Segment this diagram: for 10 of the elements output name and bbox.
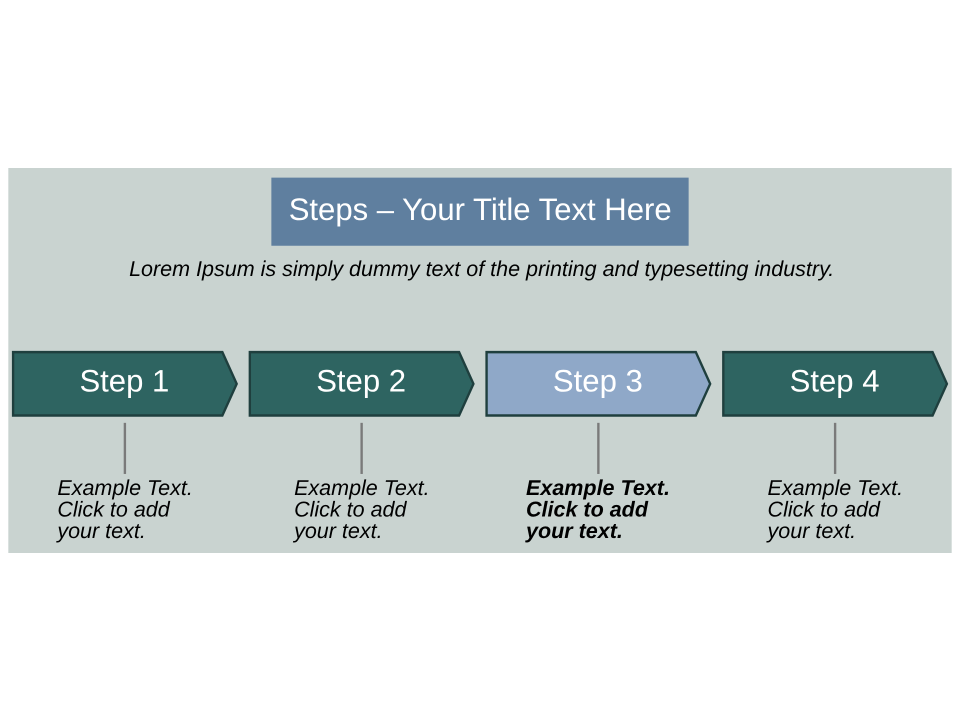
connector bbox=[124, 422, 126, 474]
node-text: Example Text. Click to add your text. bbox=[768, 475, 904, 542]
label: Lorem Ipsum is simply dummy text of the printing and typesetting industry. bbox=[129, 256, 834, 281]
node-text: Example Text. Click to add your text. bbox=[294, 475, 430, 542]
connector bbox=[597, 422, 600, 474]
connector bbox=[360, 422, 363, 474]
connector bbox=[834, 422, 836, 474]
diagram-title: Steps – Your Title Text Here bbox=[288, 191, 672, 226]
node-text: Example Text. Click to add your text. bbox=[57, 475, 193, 542]
node-text: Example Text. Click to add your text. bbox=[526, 475, 670, 542]
